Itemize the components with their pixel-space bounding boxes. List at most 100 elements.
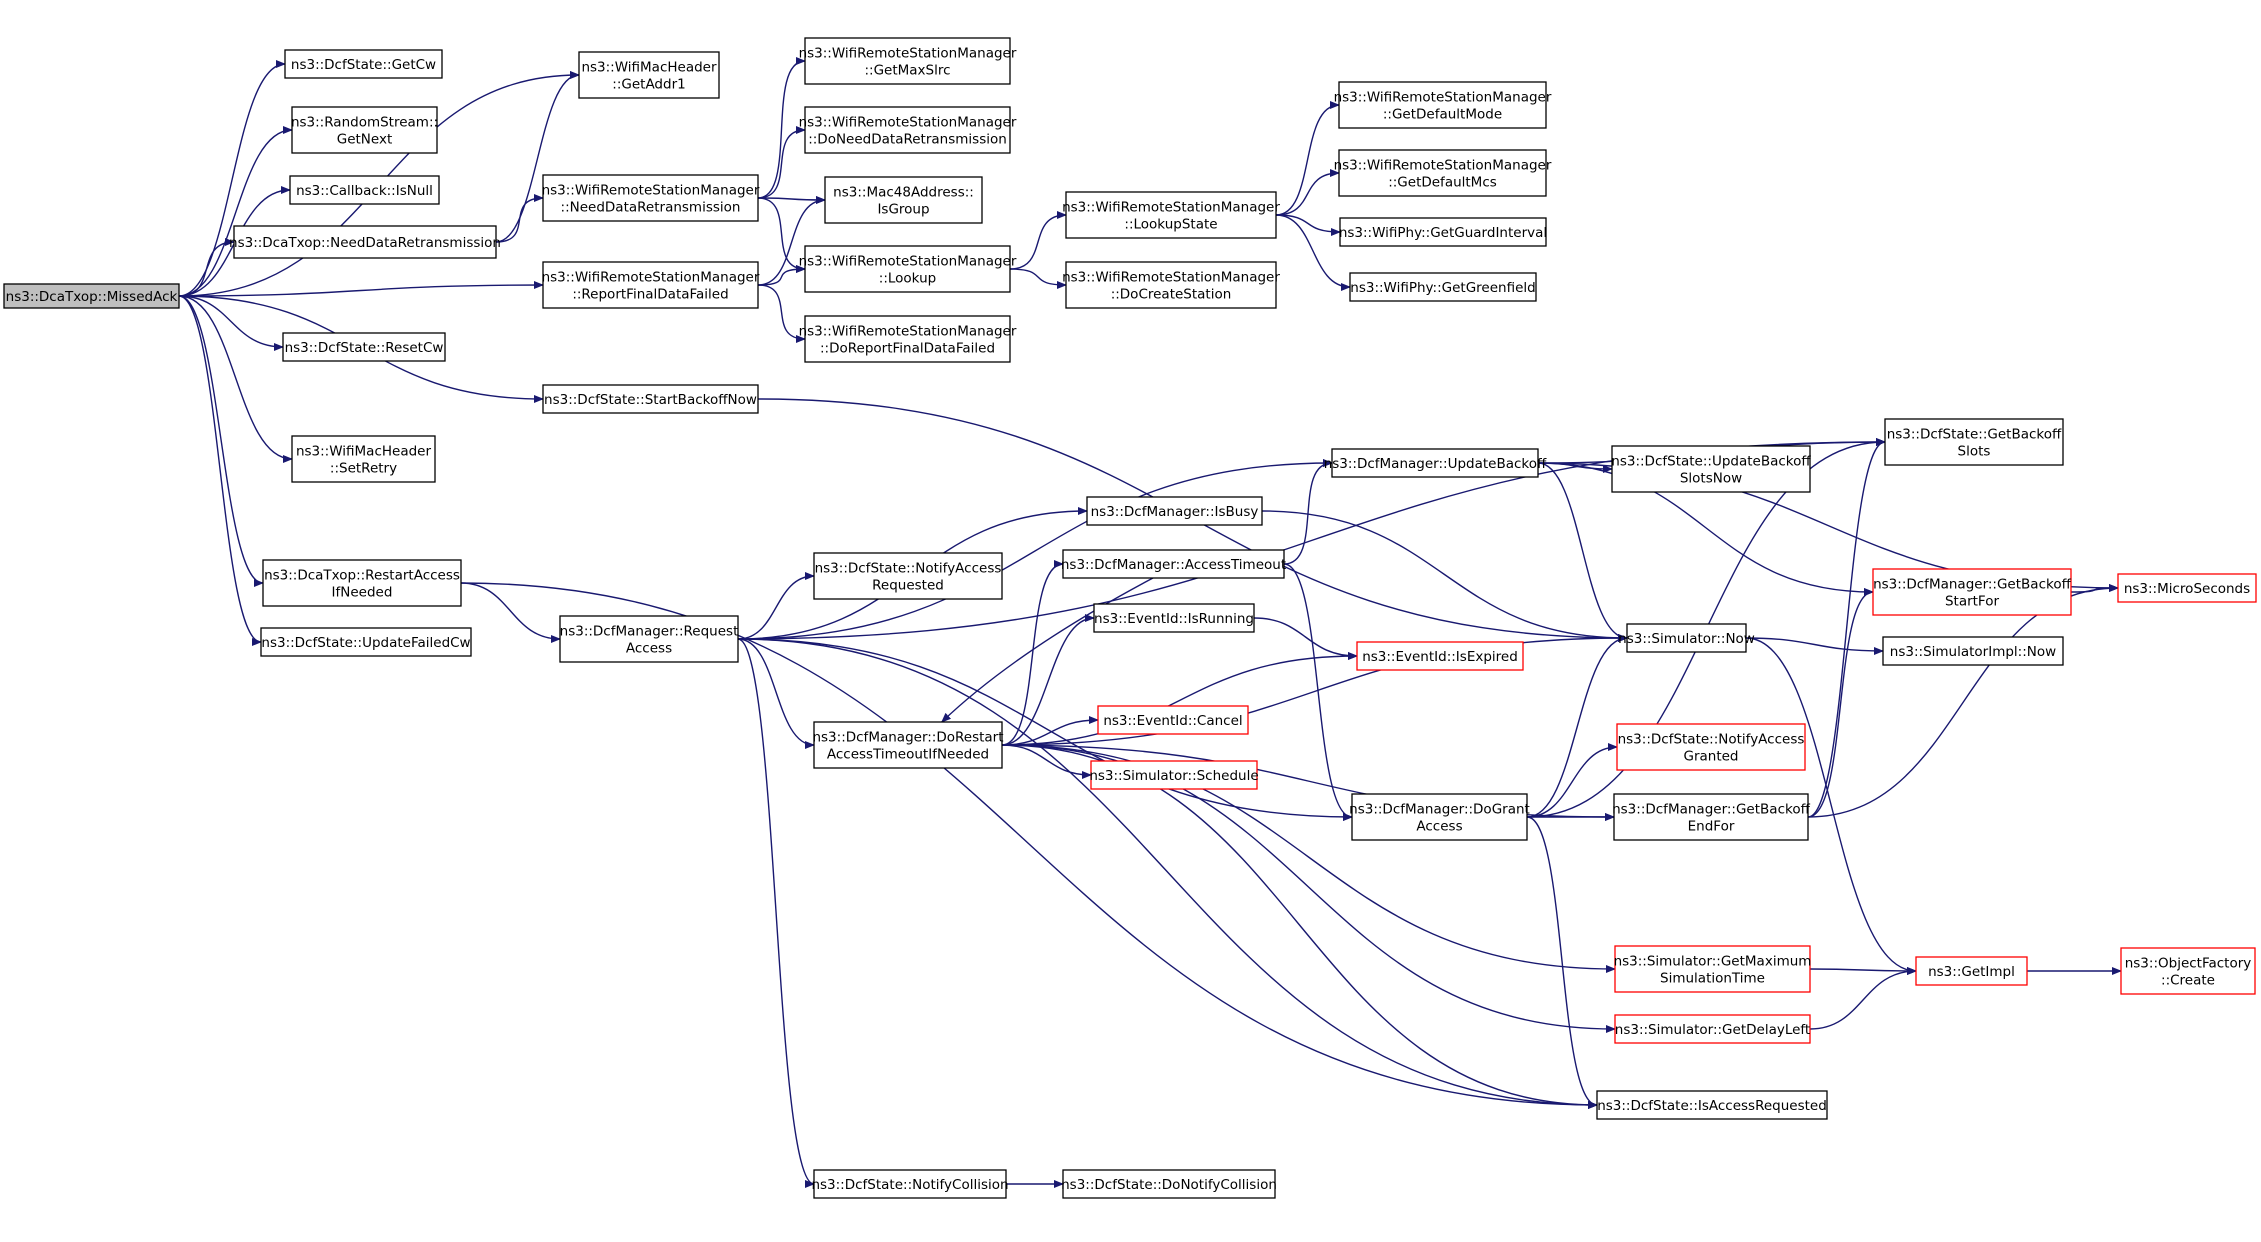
node-objectfactorycreate[interactable]: ns3::ObjectFactory::Create <box>2120 947 2256 995</box>
call-edge-accesstimeout-to-dorestart <box>941 577 1154 723</box>
call-edge-missedack-to-updatefailedcw <box>178 295 262 646</box>
node-getdefaultmcs[interactable]: ns3::WifiRemoteStationManager::GetDefaul… <box>1334 149 1552 197</box>
node-label: Granted <box>1683 749 1738 765</box>
node-box <box>1339 217 1547 247</box>
edge-path <box>1537 462 1874 596</box>
call-edge-wrsm_needdataretx-to-isgroup <box>757 195 826 204</box>
call-edge-dcfm_requestaccess-to-notifyaccessreq <box>737 572 815 640</box>
node-box <box>824 176 983 224</box>
call-edge-getbackoffstartfor-to-microseconds <box>2070 584 2119 593</box>
edge-path <box>941 577 1154 723</box>
node-label: SlotsNow <box>1680 471 1742 487</box>
node-lookupstate[interactable]: ns3::WifiRemoteStationManager::LookupSta… <box>1062 191 1280 239</box>
node-isgroup[interactable]: ns3::Mac48Address::IsGroup <box>824 176 983 224</box>
call-edge-dorestart-to-isexpired <box>1001 652 1358 746</box>
node-needdataretx[interactable]: ns3::DcaTxop::NeedDataRetransmission <box>229 225 501 259</box>
call-edge-missedack-to-needdataretx <box>178 238 235 297</box>
node-isbusy[interactable]: ns3::DcfManager::IsBusy <box>1086 496 1263 526</box>
node-isrunning[interactable]: ns3::EventId::IsRunning <box>1093 603 1255 633</box>
edge-path <box>1745 637 1884 655</box>
call-edge-lookupstate-to-getguardinterval <box>1275 214 1341 236</box>
node-lookup[interactable]: ns3::WifiRemoteStationManager::Lookup <box>799 245 1017 293</box>
edge-path <box>757 284 806 343</box>
call-edge-accesstimeout-to-dogrant <box>1283 563 1353 821</box>
node-isexpired[interactable]: ns3::EventId::IsExpired <box>1356 641 1524 671</box>
edge-path <box>178 60 286 297</box>
call-edge-simnow-to-getimpl <box>1745 637 1917 975</box>
node-dorestart[interactable]: ns3::DcfManager::DoRestartAccessTimeoutI… <box>812 721 1004 769</box>
edge-path <box>1526 816 1598 1109</box>
node-label: ns3::WifiRemoteStationManager <box>799 324 1017 340</box>
node-donotifycollision[interactable]: ns3::DcfState::DoNotifyCollision <box>1061 1169 1277 1199</box>
edge-path <box>178 295 293 463</box>
node-setretry[interactable]: ns3::WifiMacHeader::SetRetry <box>291 435 436 483</box>
edge-path <box>1283 563 1353 821</box>
node-cancel[interactable]: ns3::EventId::Cancel <box>1097 705 1249 735</box>
node-missedack[interactable]: ns3::DcaTxop::MissedAck <box>3 283 180 309</box>
node-label: ns3::WifiRemoteStationManager <box>1334 158 1552 174</box>
call-edge-isbusy-to-simnow <box>1261 510 1628 642</box>
node-schedule[interactable]: ns3::Simulator::Schedule <box>1089 760 1259 790</box>
edge-path <box>757 197 806 273</box>
node-box <box>1349 272 1537 302</box>
node-box <box>1616 723 1806 771</box>
edge-path <box>1275 214 1351 291</box>
node-isaccessrequested[interactable]: ns3::DcfState::IsAccessRequested <box>1596 1090 1828 1120</box>
edge-path <box>1807 584 2119 818</box>
node-getcw[interactable]: ns3::DcfState::GetCw <box>284 49 443 79</box>
node-box <box>291 106 438 154</box>
node-getaddr1[interactable]: ns3::WifiMacHeader::GetAddr1 <box>578 51 720 99</box>
node-startbackoffnow[interactable]: ns3::DcfState::StartBackoffNow <box>542 384 759 414</box>
edge-layer <box>178 57 2122 1188</box>
node-getgreenfield[interactable]: ns3::WifiPhy::GetGreenfield <box>1349 272 1537 302</box>
node-microseconds[interactable]: ns3::MicroSeconds <box>2117 573 2257 603</box>
node-notifycollision[interactable]: ns3::DcfState::NotifyCollision <box>811 1169 1009 1199</box>
node-box <box>282 332 446 362</box>
edge-path <box>1526 634 1628 818</box>
edge-path <box>757 195 826 204</box>
edge-path <box>757 126 806 199</box>
node-box <box>260 627 472 657</box>
node-simimplnow[interactable]: ns3::SimulatorImpl::Now <box>1882 636 2064 666</box>
call-edge-lookupstate-to-getgreenfield <box>1275 214 1351 291</box>
node-doreportfinal[interactable]: ns3::WifiRemoteStationManager::DoReportF… <box>799 315 1017 363</box>
node-wrsm_needdataretx[interactable]: ns3::WifiRemoteStationManager::NeedDataR… <box>542 174 760 222</box>
node-updatefailedcw[interactable]: ns3::DcfState::UpdateFailedCw <box>260 627 472 657</box>
node-docreatestation[interactable]: ns3::WifiRemoteStationManager::DoCreateS… <box>1062 261 1280 309</box>
node-label: ::LookupState <box>1124 217 1217 233</box>
node-isnull[interactable]: ns3::Callback::IsNull <box>289 175 440 205</box>
node-resetcw[interactable]: ns3::DcfState::ResetCw <box>282 332 446 362</box>
node-getnext[interactable]: ns3::RandomStream::GetNext <box>291 106 438 154</box>
node-getdefaultmode[interactable]: ns3::WifiRemoteStationManager::GetDefaul… <box>1334 81 1552 129</box>
node-getguardinterval[interactable]: ns3::WifiPhy::GetGuardInterval <box>1339 217 1547 247</box>
node-getdelayleft[interactable]: ns3::Simulator::GetDelayLeft <box>1614 1014 1811 1044</box>
node-label: Access <box>626 641 672 657</box>
node-layer: ns3::DcaTxop::MissedAckns3::DcfState::Ge… <box>3 37 2257 1199</box>
node-box <box>1356 641 1524 671</box>
node-label: ::NeedDataRetransmission <box>561 200 741 216</box>
call-edge-dorestart-to-cancel <box>1001 716 1099 746</box>
node-getimpl[interactable]: ns3::GetImpl <box>1915 956 2028 986</box>
node-getmaxslrc[interactable]: ns3::WifiRemoteStationManager::GetMaxSlr… <box>799 37 1017 85</box>
node-label: ns3::DcfState::ResetCw <box>285 340 444 356</box>
node-doneeddataretx[interactable]: ns3::WifiRemoteStationManager::DoNeedDat… <box>799 106 1017 154</box>
node-accesstimeout[interactable]: ns3::DcfManager::AccessTimeout <box>1061 549 1286 579</box>
node-label: ns3::EventId::IsRunning <box>1094 611 1254 627</box>
node-wrsm_reportfinal[interactable]: ns3::WifiRemoteStationManager::ReportFin… <box>542 261 760 309</box>
node-label: StartFor <box>1945 594 2000 610</box>
node-simnow[interactable]: ns3::Simulator::Now <box>1618 623 1755 653</box>
node-label: ns3::RandomStream:: <box>291 115 438 131</box>
node-box <box>1062 1169 1276 1199</box>
node-box <box>1062 549 1285 579</box>
node-updatebackoff[interactable]: ns3::DcfManager::UpdateBackoff <box>1324 448 1547 478</box>
